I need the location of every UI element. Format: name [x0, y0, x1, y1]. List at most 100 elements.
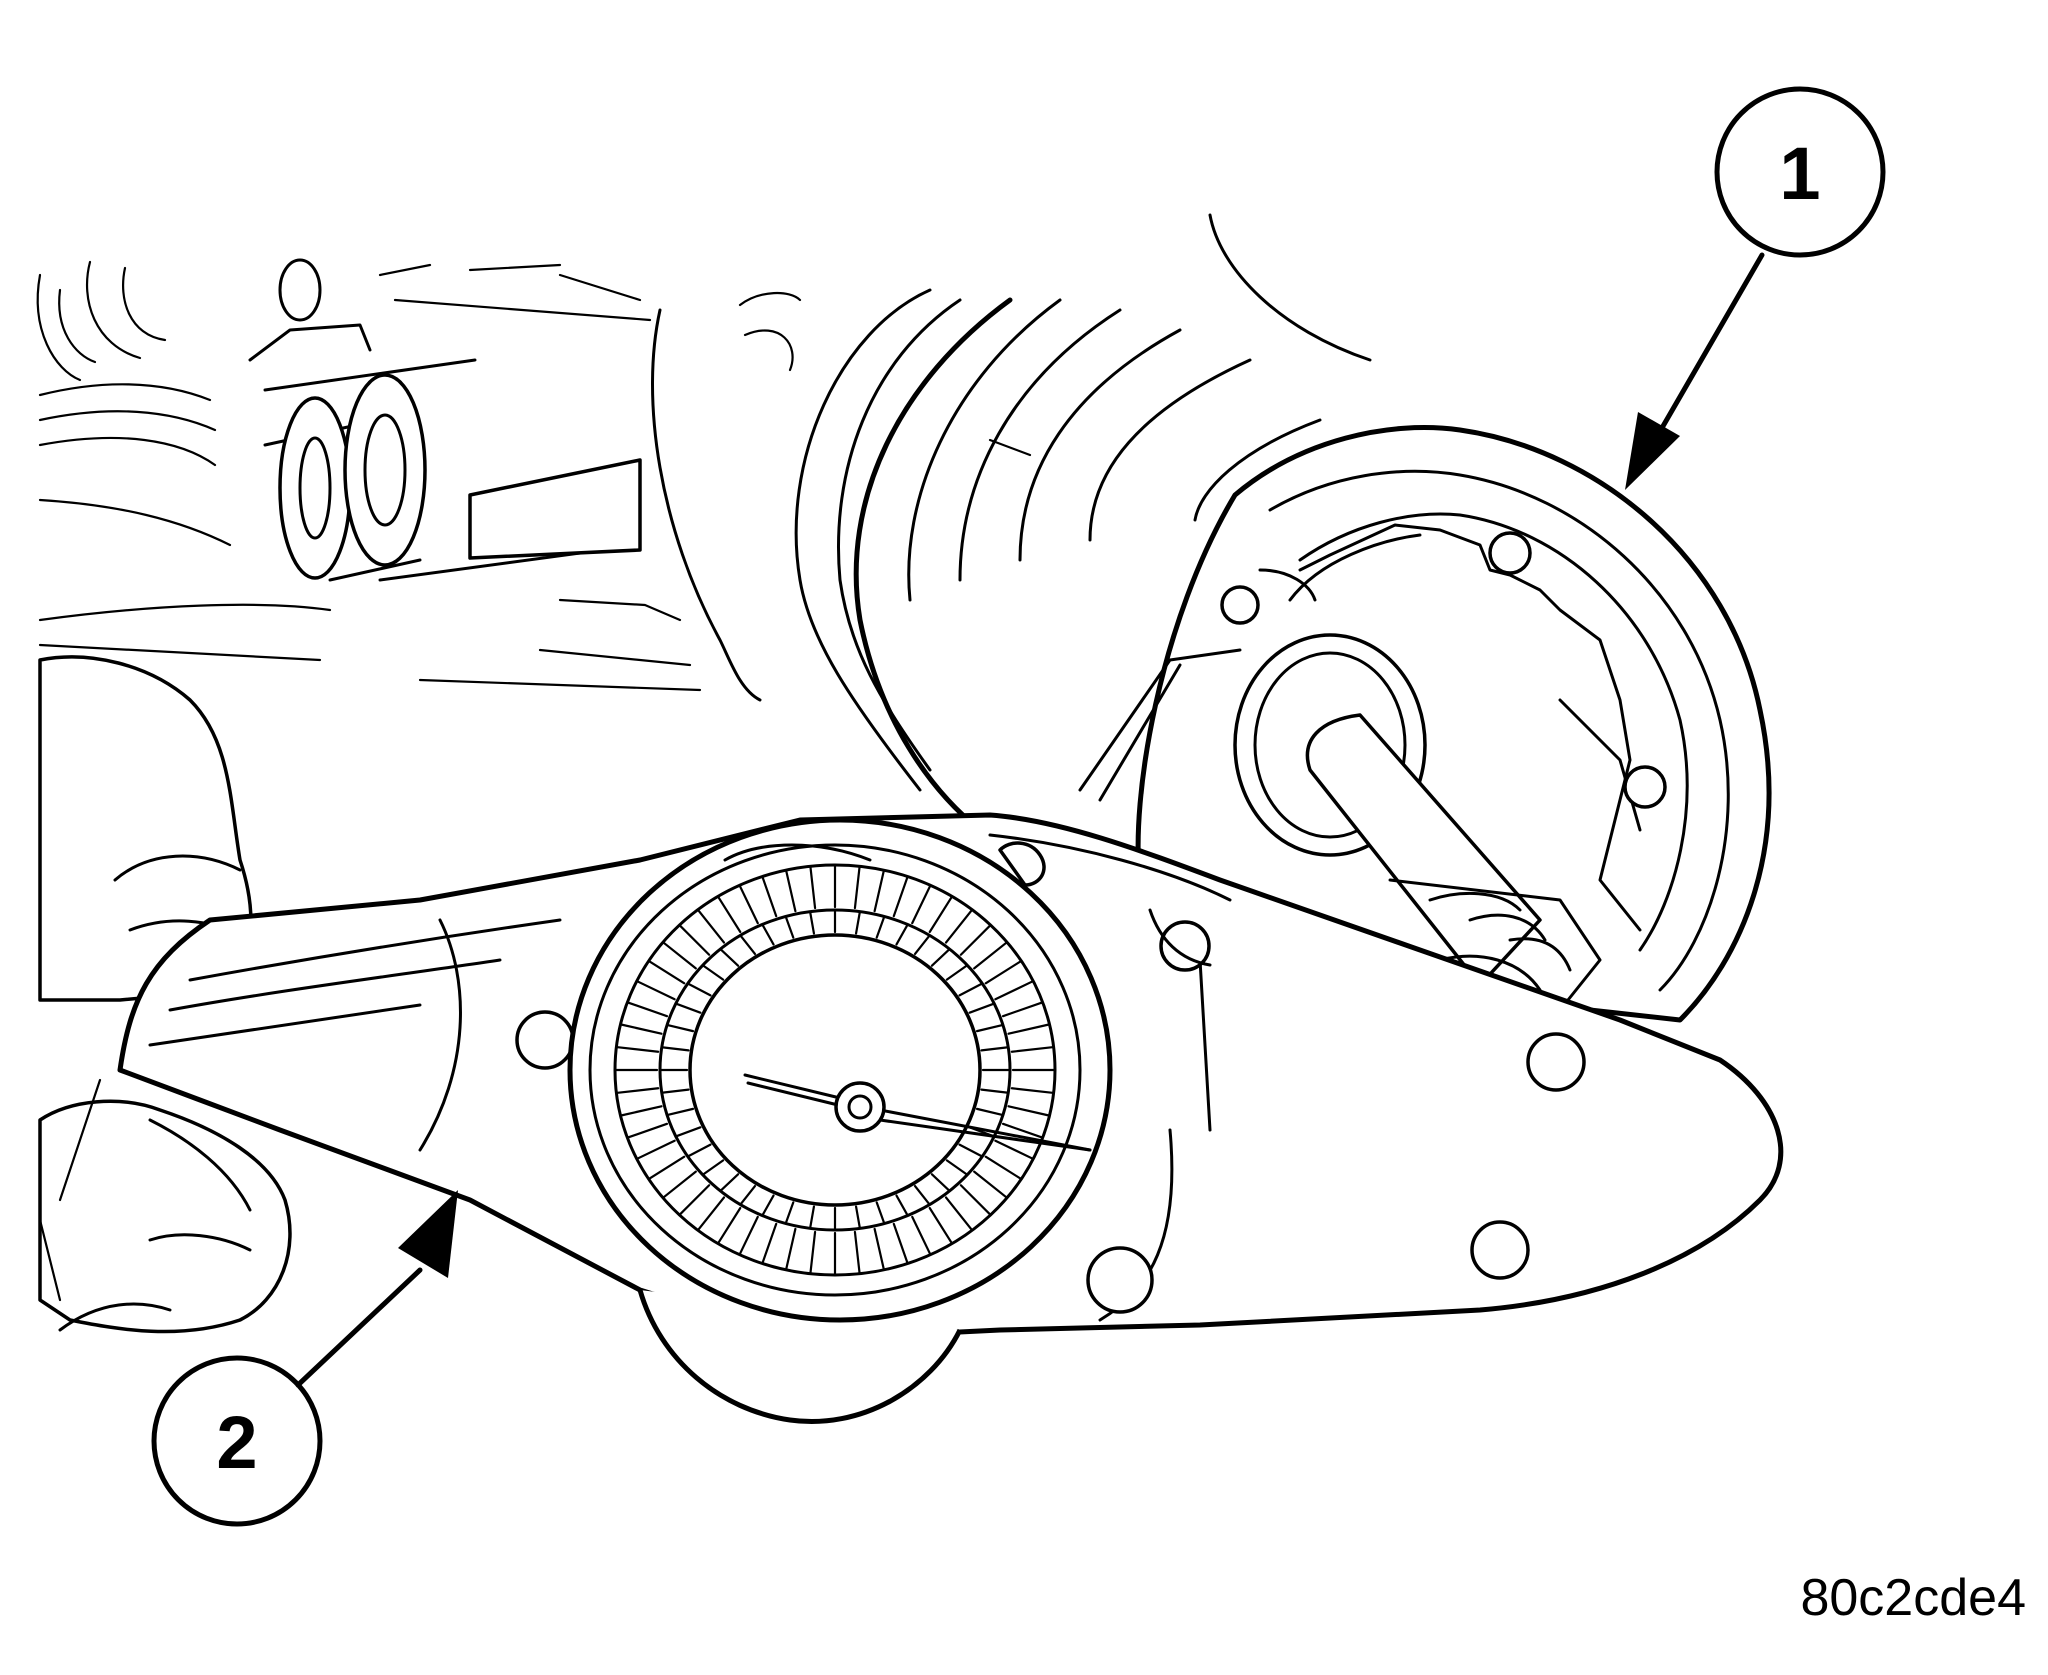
- dial-tick: [674, 1002, 702, 1014]
- dial-tick: [678, 1184, 711, 1217]
- dial-tick: [739, 934, 757, 956]
- wrench-bolt-4: [1159, 920, 1211, 972]
- dial-tick: [911, 1215, 932, 1256]
- dial-needle-short: [743, 1073, 842, 1100]
- dial-tick: [660, 1088, 690, 1094]
- dial-tick: [980, 1046, 1010, 1052]
- dial-tick: [984, 959, 1023, 985]
- callout-2-circle: [151, 1355, 323, 1527]
- dial-outer-scale: [613, 863, 1057, 1277]
- callout-1-leader: [1652, 252, 1765, 443]
- dial-tick: [619, 1105, 663, 1117]
- dial-tick: [873, 869, 886, 913]
- dial-tick: [895, 923, 909, 946]
- dial-tick: [975, 1023, 1005, 1033]
- callout-1-circle: [1714, 86, 1886, 258]
- dial-tick: [761, 875, 778, 918]
- dial-tick: [660, 1046, 690, 1052]
- dial-tick: [674, 1126, 702, 1138]
- technician-hand: [38, 655, 292, 1334]
- dial-tick: [875, 915, 886, 939]
- flexplate-bolt-hole-right: [1623, 765, 1667, 809]
- torque-wrench: [117, 812, 1784, 1424]
- dial-tick: [944, 1196, 974, 1232]
- flexplate-assembly: [1078, 425, 1772, 1023]
- dial-tick: [1001, 1122, 1044, 1139]
- dial-tick: [619, 1023, 663, 1035]
- dial-tick: [678, 923, 711, 956]
- dial-tick: [975, 1107, 1005, 1117]
- callout-1: 1: [1625, 86, 1886, 490]
- dial-face: [688, 933, 982, 1207]
- dial-tick: [984, 1155, 1023, 1181]
- flexplate-bolt-hole-top: [1488, 531, 1532, 575]
- dial-tick: [626, 1001, 669, 1018]
- dial-tick: [1010, 1087, 1055, 1095]
- dial-tick: [701, 1159, 725, 1176]
- dial-tick: [738, 884, 759, 925]
- figure-id: 80c2cde4: [1800, 1569, 2026, 1627]
- dial-tick: [913, 1184, 931, 1206]
- dial-tick: [928, 895, 954, 934]
- wrench-bolt-1: [1526, 1032, 1586, 1092]
- dial-tick: [875, 1201, 886, 1225]
- dial-tick: [647, 1155, 686, 1181]
- dial-tick: [853, 865, 861, 910]
- callout-1-arrowhead: [1625, 412, 1680, 490]
- dial-tick: [784, 869, 797, 913]
- dial-tick: [930, 947, 951, 967]
- dial-tick: [994, 979, 1035, 1001]
- flexplate-bolt-hole-left: [1220, 585, 1260, 625]
- dial-tick: [959, 923, 992, 956]
- dial-mount-bolt: [1086, 1246, 1154, 1314]
- dial-tick: [696, 908, 726, 944]
- dial-tick: [808, 1205, 816, 1230]
- dial-tick: [853, 1230, 861, 1275]
- callout-2-arrowhead: [398, 1190, 458, 1278]
- dial-tick: [665, 1107, 695, 1117]
- dial-tick: [635, 1139, 676, 1161]
- dial-tick: [958, 982, 984, 997]
- dial-tick: [945, 964, 969, 981]
- dial-tick: [945, 1159, 969, 1176]
- dial-tick: [661, 1170, 697, 1199]
- dial-tick: [913, 934, 931, 956]
- dial-inner-scale: [658, 908, 1012, 1232]
- wrench-bolt-2: [1470, 1220, 1530, 1280]
- dial-tick: [911, 884, 932, 925]
- dial-tick: [701, 964, 725, 981]
- dial-tick: [944, 908, 974, 944]
- dial-tick: [761, 923, 775, 946]
- dial-tick: [873, 1227, 886, 1271]
- dial-tick: [1007, 1023, 1051, 1035]
- callout-1-label: 1: [1779, 132, 1820, 215]
- dial-tick: [892, 1222, 909, 1265]
- dial-tick: [808, 910, 816, 935]
- dial-tick: [959, 1184, 992, 1217]
- callout-2-leader: [295, 1267, 423, 1388]
- dial-tick: [784, 1227, 797, 1271]
- dial-tick: [615, 1087, 660, 1095]
- dial-tick: [784, 1201, 795, 1225]
- wrench-bolt-3: [515, 1010, 575, 1070]
- dial-tick: [958, 1143, 984, 1158]
- pulley-sweep: [794, 288, 1322, 833]
- dial-tick: [761, 1222, 778, 1265]
- dial-tick: [809, 865, 817, 910]
- dial-tick: [761, 1194, 775, 1217]
- dial-tick: [626, 1122, 669, 1139]
- dial-tick: [973, 1170, 1009, 1199]
- callout-2-label: 2: [216, 1401, 257, 1484]
- dial-tick: [716, 895, 742, 934]
- dial-needle-long: [878, 1108, 1092, 1152]
- bracket-tab: [468, 458, 642, 560]
- dial-tick: [1010, 1045, 1055, 1053]
- dial-tick: [930, 1173, 951, 1193]
- dial-tick: [1007, 1105, 1051, 1117]
- dial-tick: [928, 1206, 954, 1245]
- dial-tick: [854, 910, 862, 935]
- dial-tick: [895, 1194, 909, 1217]
- dial-tick: [686, 982, 712, 997]
